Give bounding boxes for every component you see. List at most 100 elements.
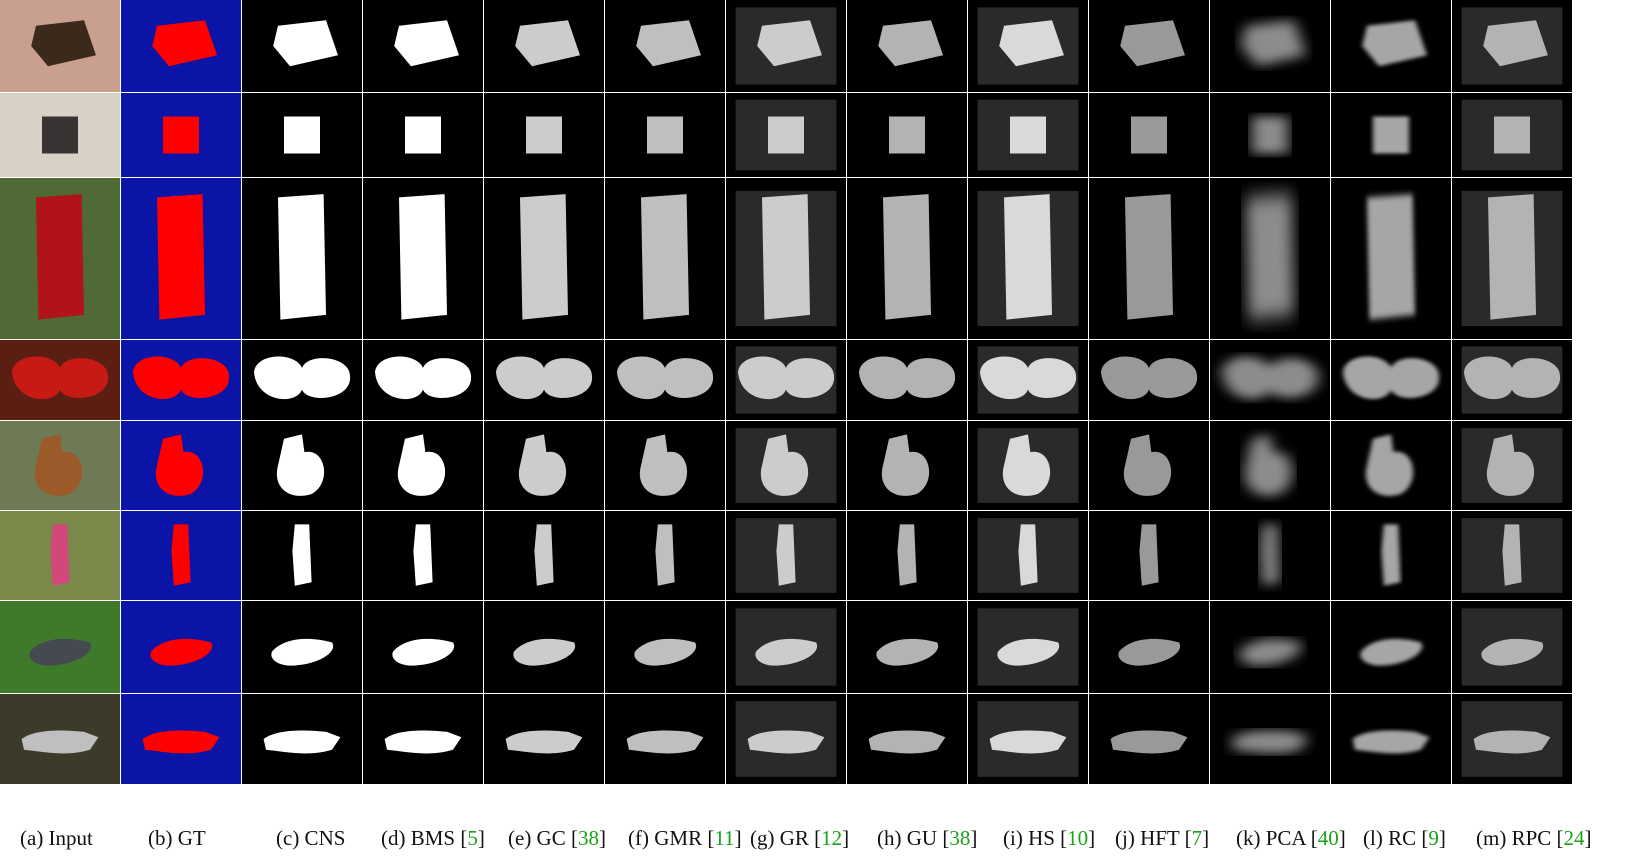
caption-gc: (e) GC [38] <box>508 826 606 850</box>
cell-animal-grass-hs <box>968 601 1088 693</box>
caption-label: (h) GU <box>877 826 938 850</box>
cell-cat-gmr <box>605 694 725 784</box>
cell-document-gu <box>847 93 967 177</box>
cell-document-pca <box>1210 93 1330 177</box>
cell-girl-gc <box>484 511 604 600</box>
cell-duck-pca <box>1210 421 1330 510</box>
cell-cat-cns <box>242 694 362 784</box>
citation-link[interactable]: 24 <box>1563 826 1585 850</box>
citation-link[interactable]: 11 <box>714 826 735 850</box>
cell-postbox-gr <box>726 178 846 339</box>
cell-flowers-gt <box>121 340 241 420</box>
cell-document-gmr <box>605 93 725 177</box>
cell-toast-rpc <box>1452 0 1572 92</box>
cell-document-gr <box>726 93 846 177</box>
cell-document-gt <box>121 93 241 177</box>
caption-pca: (k) PCA [40] <box>1236 826 1346 850</box>
cell-toast-gc <box>484 0 604 92</box>
citation-link[interactable]: 12 <box>821 826 843 850</box>
cell-document-rc <box>1331 93 1451 177</box>
cell-duck-rc <box>1331 421 1451 510</box>
cell-flowers-hs <box>968 340 1088 420</box>
caption-gmr: (f) GMR [11] <box>628 826 742 850</box>
cell-animal-grass-rpc <box>1452 601 1572 693</box>
cell-toast-cns <box>242 0 362 92</box>
citation-link[interactable]: 40 <box>1317 826 1339 850</box>
cell-document-hft <box>1089 93 1209 177</box>
caption-gr: (g) GR [12] <box>750 826 850 850</box>
citation-link[interactable]: 5 <box>467 826 478 850</box>
cell-cat-bms <box>363 694 483 784</box>
cell-animal-grass-hft <box>1089 601 1209 693</box>
cell-document-gc <box>484 93 604 177</box>
cell-flowers-gu <box>847 340 967 420</box>
cell-cat-gr <box>726 694 846 784</box>
caption-label: (f) GMR <box>628 826 703 850</box>
cell-postbox-input <box>0 178 120 339</box>
cell-duck-gt <box>121 421 241 510</box>
cell-document-rpc <box>1452 93 1572 177</box>
caption-rpc: (m) RPC [24] <box>1476 826 1592 850</box>
cell-cat-input <box>0 694 120 784</box>
cell-postbox-cns <box>242 178 362 339</box>
cell-animal-grass-gt <box>121 601 241 693</box>
cell-animal-grass-bms <box>363 601 483 693</box>
citation-link[interactable]: 7 <box>1191 826 1203 850</box>
cell-duck-gr <box>726 421 846 510</box>
caption-label: (i) HS <box>1003 826 1055 850</box>
cell-postbox-bms <box>363 178 483 339</box>
cell-postbox-gu <box>847 178 967 339</box>
citation-link[interactable]: 10 <box>1067 826 1089 850</box>
caption-label: (j) HFT <box>1115 826 1180 850</box>
cell-cat-pca <box>1210 694 1330 784</box>
cell-girl-hft <box>1089 511 1209 600</box>
citation-link[interactable]: 9 <box>1428 826 1439 850</box>
cell-animal-grass-gmr <box>605 601 725 693</box>
cell-girl-gt <box>121 511 241 600</box>
cell-cat-gt <box>121 694 241 784</box>
cell-duck-hs <box>968 421 1088 510</box>
cell-cat-rc <box>1331 694 1451 784</box>
caption-input: (a) Input <box>20 828 93 849</box>
cell-duck-gmr <box>605 421 725 510</box>
caption-rc: (l) RC [9] <box>1363 826 1446 850</box>
cell-postbox-rpc <box>1452 178 1572 339</box>
cell-animal-grass-input <box>0 601 120 693</box>
cell-animal-grass-pca <box>1210 601 1330 693</box>
cell-toast-hft <box>1089 0 1209 92</box>
caption-label: (d) BMS <box>381 826 456 850</box>
citation-link[interactable]: 38 <box>577 826 599 850</box>
caption-label: (c) CNS <box>276 826 346 850</box>
cell-toast-bms <box>363 0 483 92</box>
cell-flowers-cns <box>242 340 362 420</box>
cell-girl-gr <box>726 511 846 600</box>
cell-document-hs <box>968 93 1088 177</box>
cell-toast-gt <box>121 0 241 92</box>
cell-duck-hft <box>1089 421 1209 510</box>
cell-duck-input <box>0 421 120 510</box>
caption-bms: (d) BMS [5] <box>381 826 485 850</box>
citation-link[interactable]: 38 <box>949 826 971 850</box>
cell-animal-grass-rc <box>1331 601 1451 693</box>
cell-document-input <box>0 93 120 177</box>
caption-cns: (c) CNS <box>276 828 345 849</box>
cell-toast-gu <box>847 0 967 92</box>
cell-cat-gc <box>484 694 604 784</box>
cell-duck-cns <box>242 421 362 510</box>
cell-cat-rpc <box>1452 694 1572 784</box>
cell-toast-pca <box>1210 0 1330 92</box>
cell-girl-hs <box>968 511 1088 600</box>
cell-duck-rpc <box>1452 421 1572 510</box>
cell-cat-gu <box>847 694 967 784</box>
cell-girl-gu <box>847 511 967 600</box>
cell-cat-hs <box>968 694 1088 784</box>
cell-animal-grass-gu <box>847 601 967 693</box>
caption-gu: (h) GU [38] <box>877 826 978 850</box>
cell-document-bms <box>363 93 483 177</box>
caption-label: (l) RC <box>1363 826 1417 850</box>
cell-document-cns <box>242 93 362 177</box>
cell-animal-grass-cns <box>242 601 362 693</box>
cell-animal-grass-gc <box>484 601 604 693</box>
caption-hs: (i) HS [10] <box>1003 826 1096 850</box>
